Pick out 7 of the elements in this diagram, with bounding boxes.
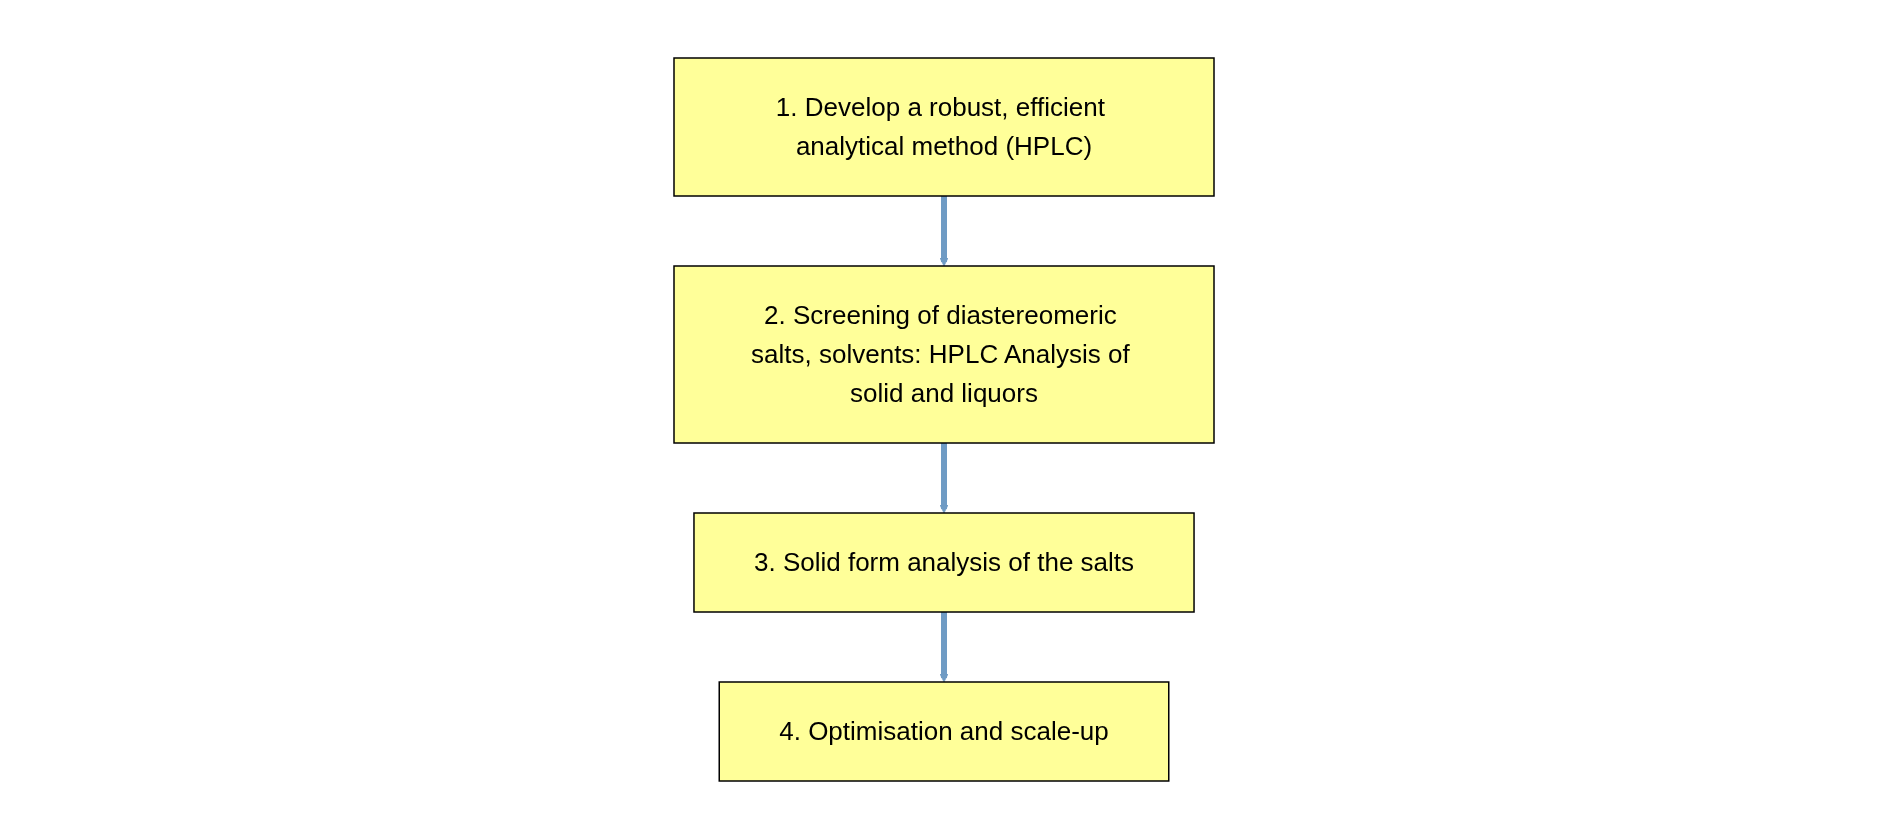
node-box: 4. Optimisation and scale-up [718, 681, 1170, 782]
node-box: 2. Screening of diastereomeric salts, solvents: HPLC Analysis of solid and liquors [673, 265, 1215, 444]
arrow [939, 443, 949, 514]
arrow [939, 612, 949, 683]
node-box: 3. Solid form analysis of the salts [693, 512, 1195, 613]
node-box: 1. Develop a robust, efficient analytical method (HPLC) [673, 57, 1215, 197]
arrow [939, 196, 949, 267]
